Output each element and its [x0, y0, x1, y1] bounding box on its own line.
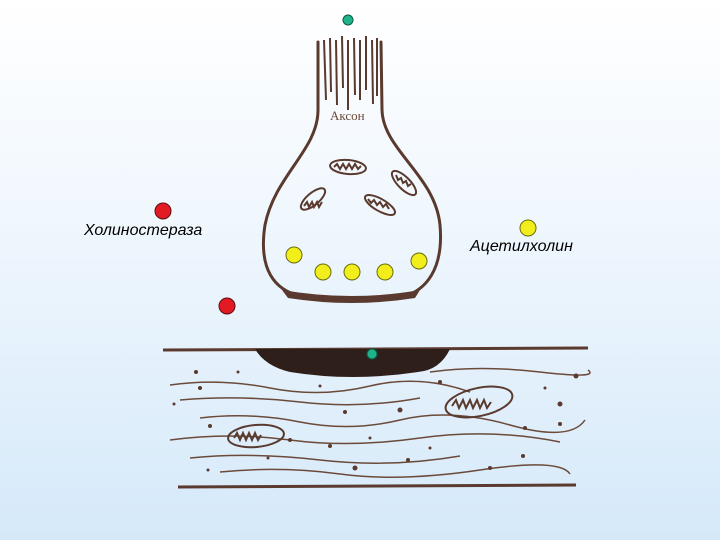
acetylcholine-molecule [285, 246, 303, 264]
acetylcholine-molecule [343, 263, 361, 281]
postsynaptic-membrane [162, 346, 589, 489]
cholinesterase-label: Холиностераза [84, 222, 203, 239]
acetylcholine-molecule [410, 252, 428, 270]
axon-label: Аксон [330, 108, 365, 123]
cholinesterase-molecules [154, 202, 236, 315]
muscle-mitochondria [227, 385, 514, 449]
acetylcholine-molecule [314, 263, 332, 281]
presynaptic-membrane [282, 290, 420, 303]
acetylcholine-molecule [519, 219, 537, 237]
mediator-molecules [342, 14, 378, 360]
mediator-molecule [342, 14, 354, 26]
muscle-fibres [169, 367, 591, 478]
cholinesterase-molecule [218, 297, 236, 315]
axon-mitochondria [299, 158, 418, 216]
acetylcholine-molecule [376, 263, 394, 281]
axon-terminal [262, 40, 443, 298]
acetylcholine-label: Ацетилхолин [470, 238, 573, 255]
cholinesterase-molecule [154, 202, 172, 220]
axon-fibres [323, 35, 378, 110]
acetylcholine-molecules [285, 219, 537, 281]
muscle-granules [172, 370, 579, 472]
mediator-molecule [366, 348, 378, 360]
